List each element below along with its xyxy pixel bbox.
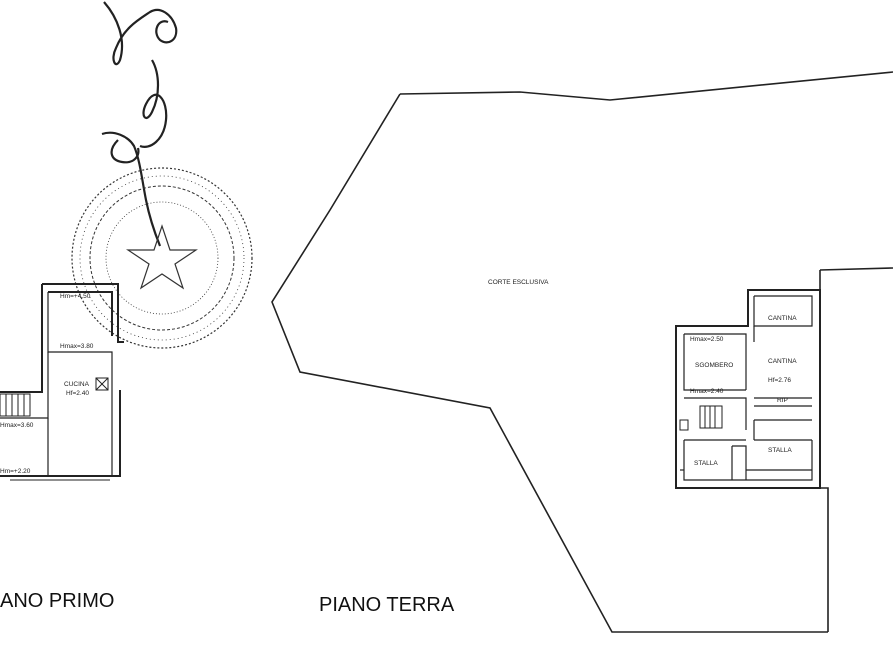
terra-stalla-left-label: STALLA — [694, 460, 718, 467]
corte-esclusiva-outline — [271, 71, 893, 633]
signature — [101, 1, 178, 247]
piano-primo-title: ANO PRIMO — [0, 590, 114, 612]
primo-cucina-height: Hf=2.40 — [66, 390, 89, 397]
primo-height-top: Hm=+4.50 — [60, 293, 91, 300]
terra-sgombero-label: SGOMBERO — [695, 362, 733, 369]
piano-primo-plan — [0, 283, 124, 481]
corte-esclusiva-label: CORTE ESCLUSIVA — [488, 279, 549, 286]
terra-staircase — [679, 405, 723, 431]
terra-sgombero-height-bottom: Hmax=2.40 — [690, 388, 724, 395]
terra-interior-walls — [680, 290, 813, 481]
terra-sgombero-height-top: Hmax=2.50 — [690, 336, 724, 343]
piano-terra-plan — [675, 289, 821, 489]
primo-fixture-x — [95, 377, 109, 391]
terra-cantina-top-label: CANTINA — [768, 315, 797, 322]
terra-rip-label: RIP — [777, 397, 788, 404]
primo-height-left: Hmax=3.60 — [0, 422, 34, 429]
primo-cucina-label: CUCINA — [64, 381, 90, 388]
terra-cantina-height: Hf=2.76 — [768, 377, 791, 384]
primo-height-bottom: Hm=+2.20 — [0, 468, 31, 475]
terra-cantina-label: CANTINA — [768, 358, 797, 365]
primo-staircase — [0, 393, 31, 417]
primo-height-mid: Hmax=3.80 — [60, 343, 94, 350]
stamp-seal — [71, 167, 253, 349]
terra-stalla-right-label: STALLA — [768, 447, 792, 454]
piano-terra-title: PIANO TERRA — [319, 594, 455, 616]
